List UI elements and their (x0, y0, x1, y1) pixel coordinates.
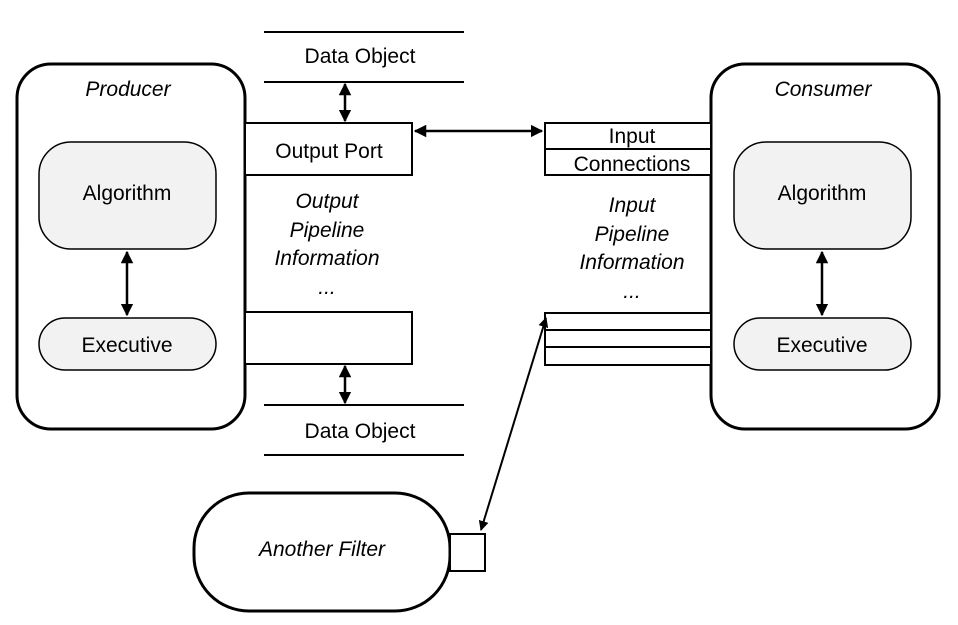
output-port: Output Port (244, 122, 413, 176)
input-info-line-2: Pipeline (595, 223, 670, 246)
producer-executive-label: Executive (81, 334, 172, 357)
input-port: Input Connections (544, 122, 712, 176)
data-object-top: Data Object (264, 31, 464, 83)
output-info-line-2: Pipeline (290, 219, 365, 242)
data-object-top-label: Data Object (305, 45, 416, 68)
producer-title: Producer (85, 78, 171, 101)
consumer-block: Consumer Algorithm Executive (709, 62, 941, 431)
consumer-executive-label: Executive (776, 334, 867, 357)
consumer-algorithm-box (733, 141, 912, 250)
input-info-line-1: Input (609, 194, 657, 217)
input-port-secondary (544, 312, 712, 366)
input-info-line-4: ... (623, 280, 641, 303)
input-info-line-3: Information (579, 251, 684, 274)
input-connections-label: Connections (574, 153, 691, 176)
another-filter-label: Another Filter (257, 538, 386, 561)
consumer-algorithm-label: Algorithm (778, 182, 867, 205)
output-info-line-1: Output (295, 190, 359, 213)
producer-block: Producer Algorithm Executive (15, 62, 247, 431)
producer-executive-box (38, 317, 217, 371)
data-object-bottom-label: Data Object (305, 420, 416, 443)
input-port-label: Input (609, 125, 656, 148)
another-filter-port (449, 533, 486, 572)
producer-algorithm-box (38, 141, 217, 250)
producer-algorithm-label: Algorithm (83, 182, 172, 205)
filter-connection-arrow (478, 317, 549, 531)
output-port-secondary (244, 311, 413, 365)
another-filter: Another Filter (192, 491, 486, 613)
output-pipeline-info: Output Pipeline Information ... (274, 190, 379, 299)
output-info-line-4: ... (318, 276, 336, 299)
input-pipeline-info: Input Pipeline Information ... (579, 194, 684, 303)
consumer-title: Consumer (775, 78, 873, 101)
consumer-executive-box (733, 317, 912, 371)
data-object-bottom: Data Object (264, 404, 464, 456)
output-info-line-3: Information (274, 247, 379, 270)
output-port-label: Output Port (275, 140, 383, 163)
